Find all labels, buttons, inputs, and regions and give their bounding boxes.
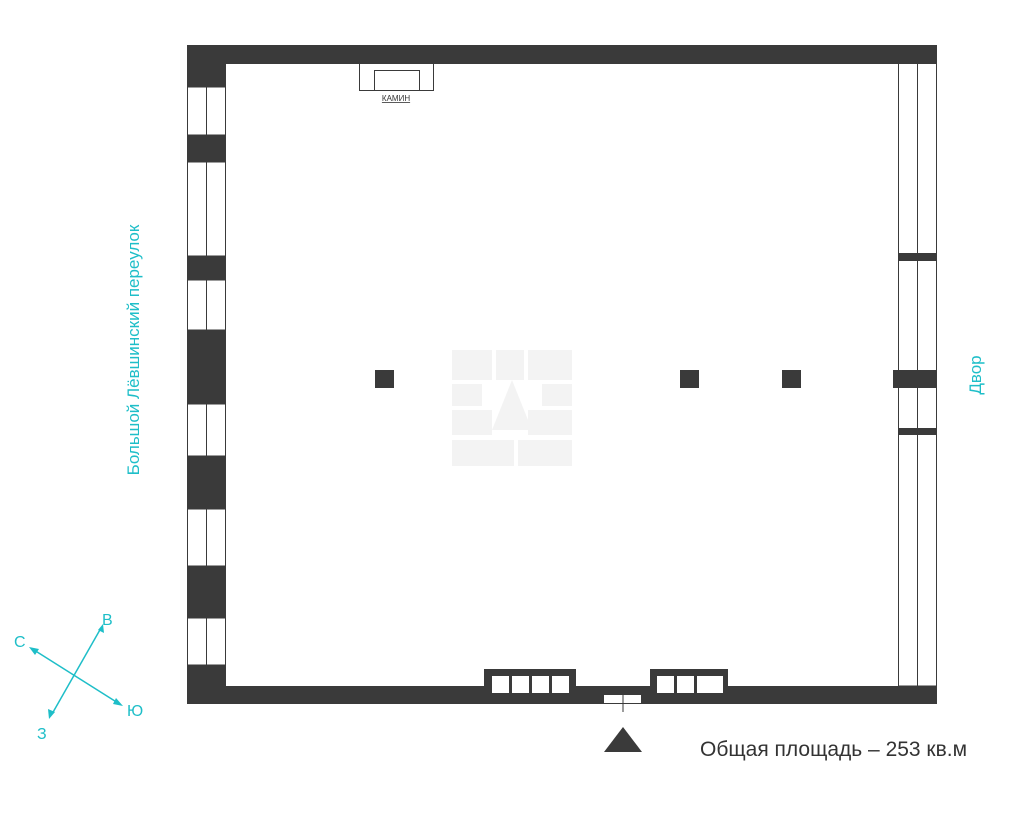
compass-south: Ю <box>127 703 143 720</box>
compass-west: З <box>37 726 47 743</box>
compass-north: С <box>14 634 26 651</box>
entrance-arrow-icon <box>604 727 642 752</box>
bottom-niche-right <box>650 669 728 695</box>
left-wall-piers <box>187 135 226 618</box>
entrance-door <box>603 686 642 712</box>
bottom-wall-stub <box>782 689 800 695</box>
column <box>782 370 801 388</box>
columns <box>375 370 801 388</box>
right-wall-piers <box>893 253 937 704</box>
yard-label: Двор <box>966 355 985 394</box>
column <box>375 370 394 388</box>
fireplace-label: КАМИН <box>382 94 410 103</box>
fireplace <box>359 63 434 91</box>
total-area-label: Общая площадь – 253 кв.м <box>700 738 967 761</box>
bottom-niche-left <box>484 669 576 695</box>
compass-east: В <box>102 612 113 629</box>
watermark-logo <box>452 350 572 466</box>
compass-icon <box>29 624 123 719</box>
column <box>680 370 699 388</box>
street-label: Большой Лёвшинский переулок <box>124 224 143 475</box>
